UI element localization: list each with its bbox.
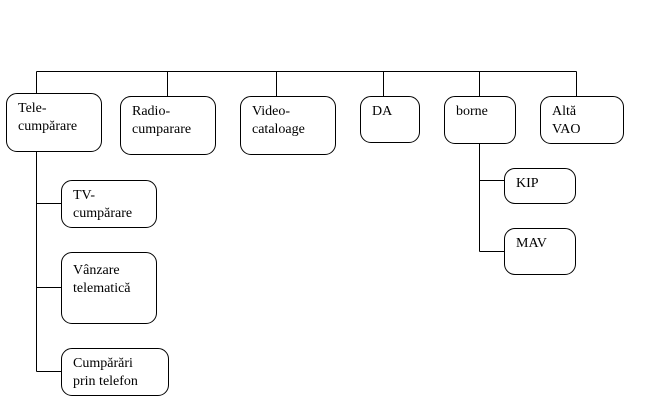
node-tv-cumparare-label: TV- cumpărare: [73, 188, 133, 221]
node-borne: borne: [444, 96, 516, 144]
node-cumparari-telefon: Cumpărări prin telefon: [61, 348, 169, 396]
node-vanzare-telematica: Vânzare telematică: [61, 252, 157, 324]
node-telecumparare: Tele- cumpărare: [6, 93, 102, 152]
node-videocataloage-label: Video- cataloage: [252, 104, 305, 137]
node-borne-label: borne: [456, 104, 488, 119]
node-da-label: DA: [372, 104, 393, 119]
node-telecumparare-label: Tele- cumpărare: [18, 101, 78, 134]
node-mav: MAV: [504, 228, 576, 275]
node-mav-label: MAV: [516, 236, 547, 251]
node-tv-cumparare: TV- cumpărare: [61, 180, 157, 228]
node-da: DA: [360, 96, 420, 143]
node-radiocumparare-label: Radio- cumparare: [132, 104, 192, 137]
node-cumparari-telefon-label: Cumpărări prin telefon: [73, 356, 138, 389]
node-videocataloage: Video- cataloage: [240, 96, 336, 155]
node-kip-label: KIP: [516, 176, 539, 191]
node-alta-vao-label: Altă VAO: [552, 104, 581, 137]
node-kip: KIP: [504, 168, 576, 204]
node-vanzare-telematica-label: Vânzare telematică: [73, 263, 131, 296]
node-alta-vao: Altă VAO: [540, 96, 624, 144]
node-radiocumparare: Radio- cumparare: [120, 96, 216, 155]
